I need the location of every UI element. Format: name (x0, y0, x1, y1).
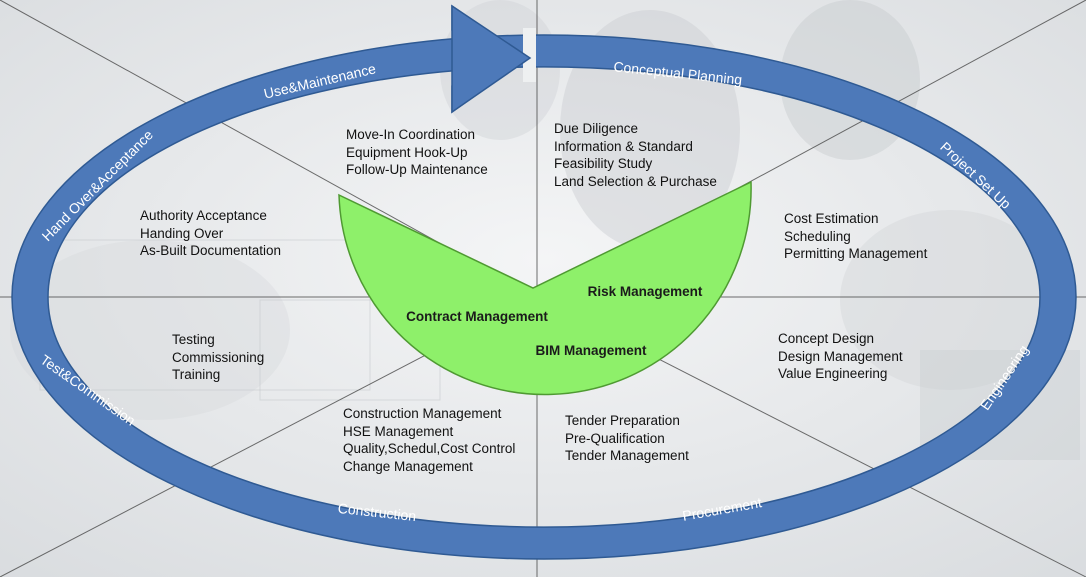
task-item: Follow-Up Maintenance (346, 162, 488, 177)
task-item: Pre-Qualification (565, 430, 665, 446)
task-item: Equipment Hook-Up (346, 144, 468, 160)
task-item: Land Selection & Purchase (554, 173, 717, 189)
task-item: Due Diligence (554, 121, 639, 136)
task-item: Tender Preparation (565, 413, 680, 428)
ring-label-hand-over-acceptance: Hand Over&Acceptance (39, 126, 157, 244)
cycle-arrowhead-body (451, 4, 532, 114)
task-item: Move-In Coordination (346, 127, 476, 142)
task-item: Authority Acceptance (140, 208, 267, 223)
contract-management-label: Contract Management (406, 309, 548, 324)
task-item: Handing Over (140, 225, 224, 241)
task-item: Training (172, 367, 221, 382)
task-item: Design Management (778, 348, 903, 364)
project-set-up-tasks: Cost Estimation Scheduling Permitting Ma… (784, 210, 927, 263)
hand-over-acceptance-tasks: Authority Acceptance Handing Over As-Bui… (140, 207, 281, 260)
center-management-shape (338, 180, 752, 396)
task-item: Tender Management (565, 448, 689, 463)
task-item: Value Engineering (778, 366, 888, 381)
task-item: As-Built Documentation (140, 243, 282, 258)
task-item: Cost Estimation (784, 211, 879, 226)
task-item: Change Management (343, 458, 473, 474)
use-maintenance-tasks: Move-In Coordination Equipment Hook-Up F… (346, 126, 488, 179)
ring-gap (523, 28, 536, 82)
task-item: Feasibility Study (554, 156, 653, 171)
lifecycle-ring (11, 34, 1077, 560)
task-item: Testing (172, 332, 215, 347)
engineering-tasks: Concept Design Design Management Value E… (778, 330, 903, 383)
bim-management-label: BIM Management (535, 343, 647, 358)
task-item: Construction Management (343, 406, 502, 421)
construction-tasks: Construction Management HSE Management Q… (343, 405, 515, 475)
task-item: Concept Design (778, 331, 875, 346)
task-item: Information & Standard (554, 138, 693, 154)
risk-management-label: Risk Management (588, 284, 703, 299)
task-item: HSE Management (343, 423, 454, 439)
test-commission-tasks: Testing Commissioning Training (172, 331, 264, 384)
task-item: Scheduling (784, 228, 851, 244)
procurement-tasks: Tender Preparation Pre-Qualification Ten… (565, 412, 689, 465)
task-item: Commissioning (172, 349, 265, 365)
task-item: Quality,Schedul,Cost Control (343, 441, 516, 456)
conceptual-planning-tasks: Due Diligence Information & Standard Fea… (554, 120, 717, 190)
task-item: Permitting Management (784, 246, 928, 261)
